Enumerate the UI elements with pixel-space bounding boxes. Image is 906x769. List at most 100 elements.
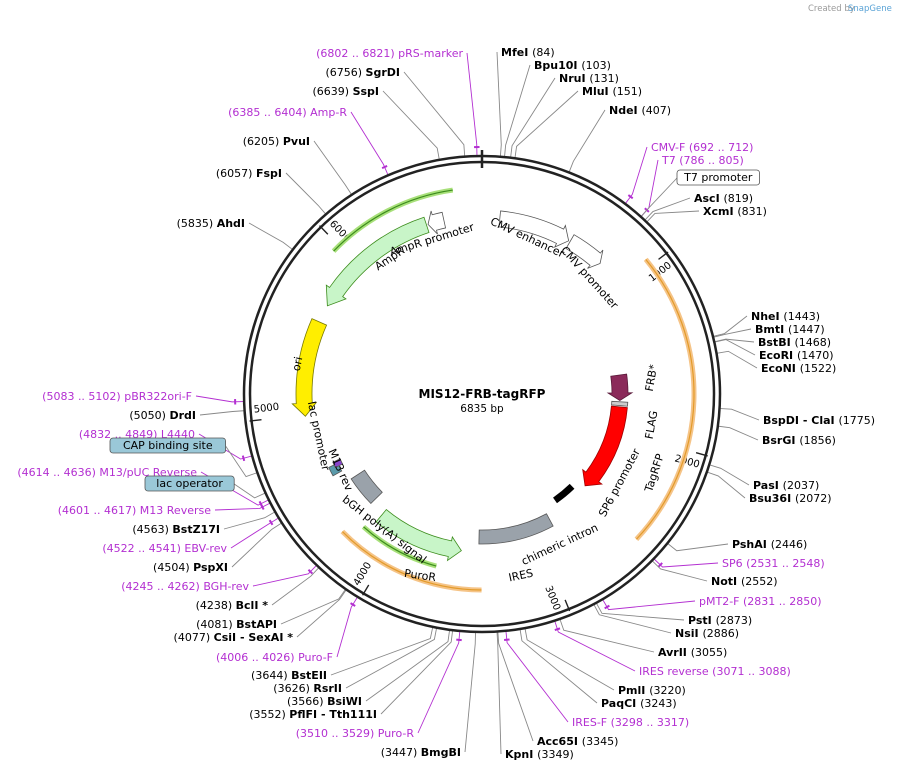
site-name: CMV-F: [651, 141, 689, 154]
site-label-PflFI: (3552) PflFI - Tth111I: [249, 708, 377, 721]
site-label-text: (4238) BclI *: [196, 599, 269, 612]
site-label-SP6: SP6 (2531 .. 2548): [722, 557, 825, 570]
site-position: (6385 .. 6404): [228, 106, 310, 119]
site-name: NotI: [711, 575, 741, 588]
feature-ori: [291, 318, 328, 417]
site-label-text: XcmI (831): [703, 205, 767, 218]
site-label-SgrDI: (6756) SgrDI: [325, 66, 400, 79]
ring-tick: [695, 452, 708, 457]
feature-label-lac-promoter: lac promoter: [305, 400, 332, 472]
site-label-SspI: (6639) SspI: [312, 85, 379, 98]
feature-label-ires: IRES: [507, 567, 534, 585]
site-name: NdeI: [609, 104, 641, 117]
leader-line: [496, 51, 502, 156]
primer-mark: [456, 638, 462, 642]
site-label-CMV-F: CMV-F (692 .. 712): [651, 141, 753, 154]
leader-line: [652, 560, 708, 582]
leader-line: [496, 632, 502, 755]
site-label-text: (3566) BsiWI: [287, 695, 362, 708]
ring-tick: [564, 599, 571, 612]
site-label-NheI: NheI (1443): [751, 310, 820, 323]
site-position: (692 .. 712): [689, 141, 754, 154]
site-label-text: Bsu36I (2072): [749, 492, 832, 505]
site-name: XcmI: [703, 205, 737, 218]
site-label-text: PstI (2873): [688, 614, 752, 627]
leader-line: [313, 140, 352, 195]
ring-tick: [362, 584, 370, 596]
leader-line: [647, 210, 700, 222]
site-position: (1470): [797, 349, 834, 362]
site-name: AvrII: [658, 646, 691, 659]
site-label-text: (6802 .. 6821) pRS-marker: [316, 47, 463, 60]
site-label-AhdI: (5835) AhdI: [177, 217, 245, 230]
site-name: PmlI: [618, 684, 649, 697]
site-label-text: (4504) PspXI: [153, 561, 228, 574]
leader-line: [466, 52, 478, 156]
primer-mark: [554, 627, 561, 631]
site-position: (3552): [249, 708, 289, 721]
site-label-DrdI: (5050) DrdI: [129, 409, 196, 422]
site-label-EcoRI: EcoRI (1470): [759, 349, 834, 362]
site-label-RsrII: (3626) RsrII: [273, 682, 342, 695]
site-name: AhdI: [217, 217, 245, 230]
site-label-T7: T7 (786 .. 805): [661, 154, 744, 167]
leader-line: [345, 628, 437, 689]
leader-line: [654, 559, 719, 568]
primer-mark: [657, 562, 663, 568]
primer-mark: [241, 455, 246, 462]
site-label-PshAI: PshAI (2446): [732, 538, 807, 551]
leader-line: [641, 177, 678, 217]
site-position: (2446): [771, 538, 808, 551]
site-position: (3566): [287, 695, 327, 708]
site-position: (1522): [800, 362, 837, 375]
site-name: DrdI: [169, 409, 196, 422]
site-label-text: (3447) BmgBI: [381, 746, 461, 759]
leader-line: [365, 630, 450, 702]
site-box-text: CAP binding site: [123, 439, 213, 452]
site-position: (5050): [129, 409, 169, 422]
site-label-text: PasI (2037): [753, 479, 819, 492]
credit: Created by SnapGene: [808, 4, 892, 14]
leader-line: [514, 90, 579, 158]
site-label-BstBI: BstBI (1468): [758, 336, 831, 349]
leader-line: [225, 445, 257, 478]
site-position: (3447): [381, 746, 421, 759]
feature-cmv-promoter: [565, 234, 604, 269]
leader-line: [718, 425, 759, 441]
leader-line: [717, 350, 758, 369]
site-label-BmgBI: (3447) BmgBI: [381, 746, 461, 759]
site-position: (2886): [702, 627, 739, 640]
site-label-KpnI: KpnI (3349): [505, 748, 574, 761]
site-label-text: MluI (151): [582, 85, 642, 98]
leader-line: [296, 590, 347, 638]
leader-line: [382, 90, 440, 159]
leader-line: [602, 599, 696, 611]
site-name: EBV-rev: [184, 542, 227, 555]
feature-ires: [478, 513, 554, 545]
site-position: (1775): [838, 414, 875, 427]
site-label-FspI: (6057) FspI: [216, 167, 282, 180]
site-label-PvuI: (6205) PvuI: [243, 135, 310, 148]
site-label-PstI: PstI (2873): [688, 614, 752, 627]
site-label-text: BmtI (1447): [755, 323, 825, 336]
site-label-EcoNI: EcoNI (1522): [761, 362, 836, 375]
leader-line: [559, 619, 655, 653]
leader-line: [248, 222, 293, 250]
leader-line: [231, 522, 282, 568]
site-label-text: (6057) FspI: [216, 167, 282, 180]
site-label-PspXI: (4504) PspXI: [153, 561, 228, 574]
site-label-text: pMT2-F (2831 .. 2850): [699, 595, 822, 608]
site-label-text: BstBI (1468): [758, 336, 831, 349]
site-label-M13-Reverse: (4601 .. 4617) M13 Reverse: [58, 504, 211, 517]
site-name: SP6: [722, 557, 746, 570]
site-label-pRS-marker: (6802 .. 6821) pRS-marker: [316, 47, 463, 60]
site-name: CsiI - SexAI *: [214, 631, 294, 644]
site-label-MluI: MluI (151): [582, 85, 642, 98]
site-label-pMT2-F: pMT2-F (2831 .. 2850): [699, 595, 822, 608]
feature-lac-operator: [332, 458, 344, 469]
leader-line: [625, 146, 648, 204]
orf-arc-upper: [634, 257, 697, 541]
leader-line: [336, 597, 358, 658]
site-box-rect: [144, 475, 235, 492]
